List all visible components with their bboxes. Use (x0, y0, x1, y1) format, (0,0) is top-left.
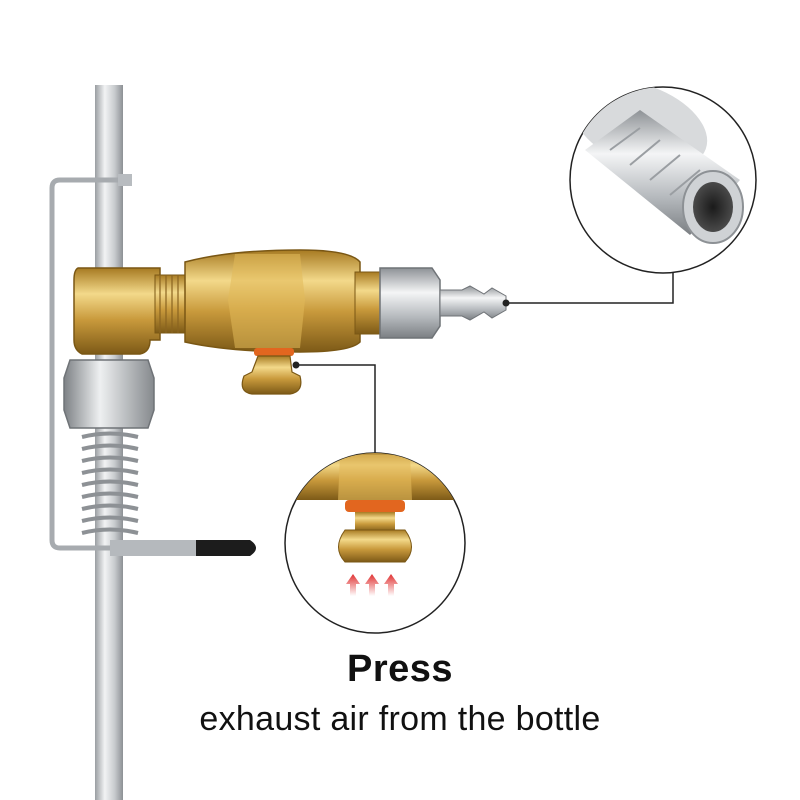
brass-hex-face (228, 254, 305, 348)
spring (81, 419, 139, 535)
lever-grip (196, 540, 256, 556)
caption-subtitle: exhaust air from the bottle (199, 700, 601, 738)
steel-hex-nut-right (379, 267, 441, 339)
beer-line-tube (95, 85, 123, 800)
mounting-bracket (49, 177, 220, 551)
relief-seal-ring (254, 348, 294, 356)
steel-hex-nut-lower (63, 359, 155, 429)
caption-title: Press (346, 648, 454, 690)
brass-elbow (73, 267, 161, 355)
relief-button (241, 355, 302, 395)
barb-closeup-callout (502, 86, 757, 307)
hose-barb (439, 285, 507, 321)
brass-valve-collar (354, 271, 381, 335)
up-arrow-icon (346, 574, 398, 596)
button-closeup-callout (284, 361, 466, 634)
lever-handle (110, 540, 205, 556)
bracket-clip (118, 174, 132, 186)
